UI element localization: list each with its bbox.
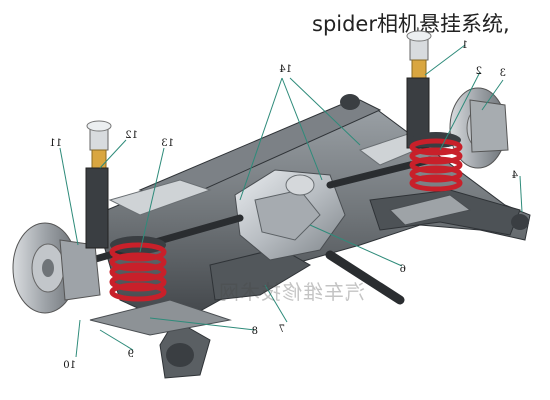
differential	[234, 169, 346, 261]
callout-4: 4	[512, 170, 518, 181]
left-shock-absorber	[85, 120, 112, 249]
watermark-text: 汽车维修技术网	[218, 280, 365, 304]
callout-6: 6	[400, 264, 406, 275]
callout-2: 2	[476, 66, 482, 77]
callout-7: 7	[279, 324, 285, 335]
callout-14: 14	[279, 64, 292, 75]
left-coil-spring	[109, 236, 167, 302]
left-brake-disc	[12, 222, 101, 314]
callout-11: 11	[49, 138, 62, 149]
leader-lines	[59, 44, 523, 358]
callout-8: 8	[252, 326, 258, 337]
right-brake-disc	[449, 87, 509, 169]
callout-12: 12	[125, 130, 138, 141]
callout-3: 3	[500, 68, 506, 79]
callout-13: 13	[161, 138, 174, 149]
callout-1: 1	[462, 40, 468, 51]
right-shock-absorber	[406, 30, 432, 149]
callout-9: 9	[128, 349, 134, 360]
callout-10: 10	[63, 360, 76, 371]
right-coil-spring	[409, 132, 463, 192]
callout-labels: 1 2 3 4 6 7 8 9 10 11 12 13 14	[49, 40, 518, 371]
